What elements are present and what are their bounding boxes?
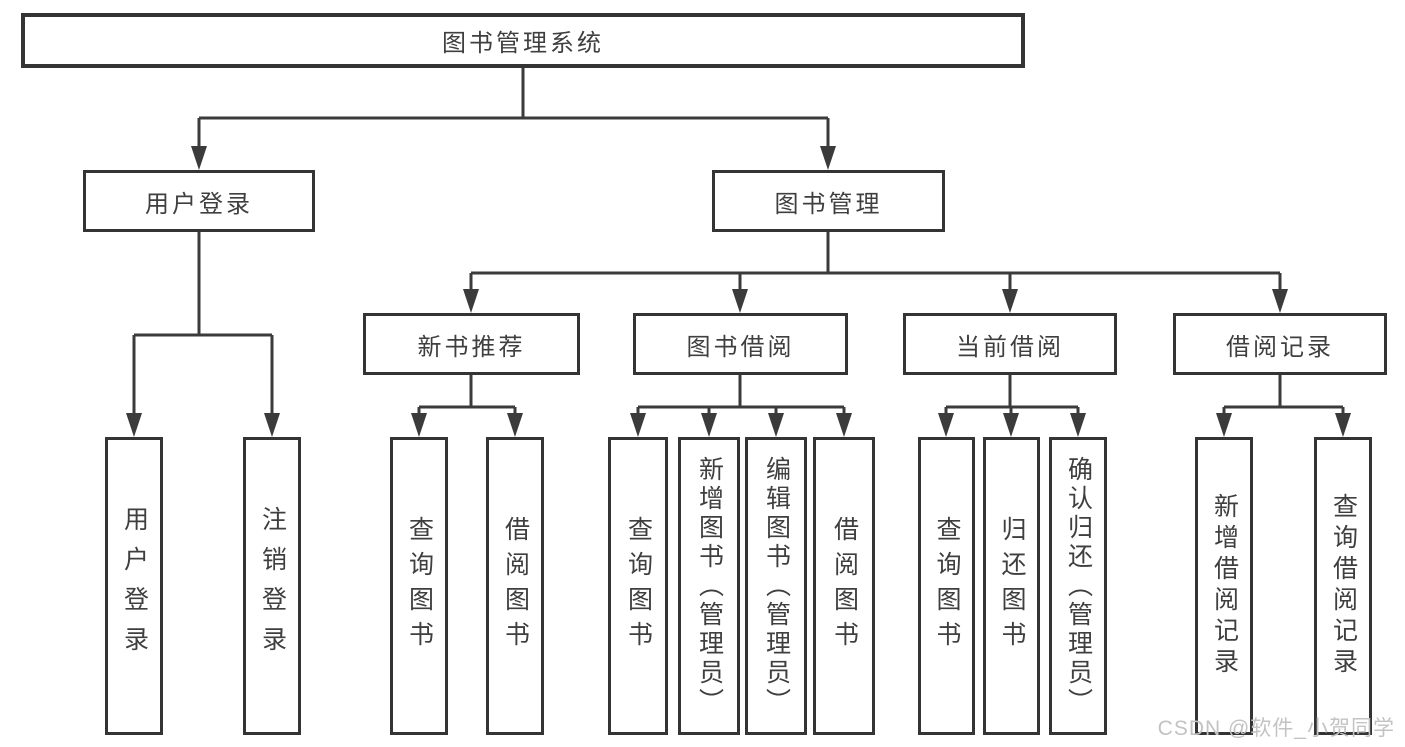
leaf-nbr-borrow-books-label: 借阅图书	[501, 516, 530, 656]
leaf-bb-edit-books-label: 编辑图书（管理员）	[762, 455, 791, 717]
connector-newbook-to-leaves	[417, 375, 517, 413]
node-library-management-system-label: 图书管理系统	[442, 30, 604, 57]
arrowhead	[1002, 289, 1018, 313]
connector-records-to-leaves	[1222, 375, 1345, 413]
arrowhead	[630, 413, 646, 437]
arrowhead	[836, 413, 852, 437]
leaf-cb-return-books-label: 归还图书	[998, 516, 1026, 656]
leaf-bb-edit-books: 编辑图书（管理员）	[745, 437, 807, 735]
leaf-br-add-record-label: 新增借阅记录	[1210, 493, 1239, 679]
leaf-bb-query-books-label: 查询图书	[624, 516, 653, 656]
arrowhead	[1003, 413, 1019, 437]
arrowhead	[463, 289, 479, 313]
node-user-login-label: 用户登录	[145, 190, 253, 218]
leaf-cb-confirm-return: 确认归还（管理员）	[1049, 437, 1107, 735]
node-borrowing-records: 借阅记录	[1173, 313, 1387, 375]
leaf-cb-query-books: 查询图书	[918, 437, 975, 735]
node-current-borrowing-label: 当前借阅	[956, 333, 1064, 361]
leaf-cb-return-books: 归还图书	[983, 437, 1040, 735]
arrowhead	[1070, 413, 1086, 437]
leaf-cb-confirm-return-label: 确认归还（管理员）	[1064, 455, 1093, 717]
node-current-borrowing: 当前借阅	[903, 313, 1117, 375]
node-new-book-recommend: 新书推荐	[363, 313, 580, 375]
arrowhead	[732, 289, 748, 313]
leaf-bb-query-books: 查询图书	[608, 437, 668, 735]
leaf-bb-add-books-label: 新增图书（管理员）	[695, 455, 724, 717]
node-book-management-label: 图书管理	[774, 190, 883, 218]
leaf-logout: 注销登录	[243, 437, 301, 735]
leaf-logout-label: 注销登录	[258, 506, 287, 666]
leaf-br-query-record-label: 查询借阅记录	[1329, 493, 1358, 679]
leaf-br-query-record: 查询借阅记录	[1314, 437, 1372, 735]
leaf-nbr-query-books: 查询图书	[390, 437, 448, 735]
arrowhead	[1335, 413, 1351, 437]
leaf-bb-borrow-books: 借阅图书	[813, 437, 875, 735]
connector-userlogin-to-leaves	[132, 232, 274, 413]
leaf-cb-query-books-label: 查询图书	[933, 516, 961, 656]
arrowhead	[507, 413, 523, 437]
node-book-management: 图书管理	[712, 170, 945, 232]
csdn-watermark: CSDN @软件_小贺同学	[1157, 717, 1395, 740]
node-book-borrowing: 图书借阅	[633, 313, 848, 375]
arrowhead	[1216, 413, 1232, 437]
arrowhead	[126, 413, 142, 437]
node-book-borrowing-label: 图书借阅	[686, 333, 795, 361]
connector-root-to-level2	[197, 68, 830, 146]
arrowhead	[701, 413, 717, 437]
leaf-nbr-query-books-label: 查询图书	[405, 516, 434, 656]
arrowhead	[264, 413, 280, 437]
leaf-user-login-label: 用户登录	[120, 506, 149, 666]
arrowhead	[938, 413, 954, 437]
leaf-br-add-record: 新增借阅记录	[1195, 437, 1253, 735]
arrowhead	[820, 146, 836, 170]
arrowhead	[191, 146, 207, 170]
connector-bookborrow-to-leaves	[636, 375, 846, 413]
arrowheads	[126, 146, 1351, 437]
node-library-management-system: 图书管理系统	[21, 13, 1025, 68]
connector-currentborrow-to-leaves	[944, 375, 1080, 413]
arrowhead	[411, 413, 427, 437]
node-new-book-recommend-label: 新书推荐	[417, 333, 526, 361]
node-user-login: 用户登录	[83, 170, 315, 232]
leaf-bb-add-books: 新增图书（管理员）	[678, 437, 740, 735]
arrowhead	[768, 413, 784, 437]
connector-bookmgmt-to-level3	[469, 232, 1282, 289]
leaf-user-login: 用户登录	[105, 437, 163, 735]
leaf-nbr-borrow-books: 借阅图书	[486, 437, 544, 735]
leaf-bb-borrow-books-label: 借阅图书	[830, 516, 859, 656]
arrowhead	[1272, 289, 1288, 313]
node-borrowing-records-label: 借阅记录	[1226, 333, 1334, 361]
